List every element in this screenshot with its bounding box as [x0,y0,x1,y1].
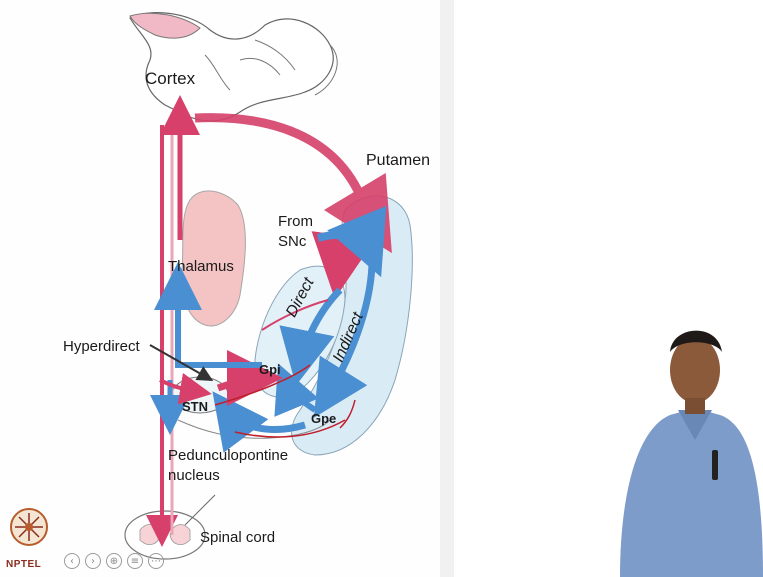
from-snc-label-line1: From [278,213,313,230]
gpe-to-stn-arrow [225,408,305,430]
ppn-to-spinal-line [185,495,215,525]
from-snc-label-line2: SNc [278,233,306,250]
pedunculopontine-label-line1: Pedunculopontine [168,447,288,464]
nptel-logo-text: NPTEL [6,559,41,570]
zoom-button[interactable]: ⊕ [106,553,122,569]
spinal-cord-shape [125,511,205,559]
gpi-label: Gpi [259,362,281,377]
thalamus-label: Thalamus [168,258,234,275]
slide-navigation-bar: ‹ › ⊕ ≡ ⋯ [64,553,164,573]
presenter-video [600,280,763,577]
more-button[interactable]: ⋯ [148,553,164,569]
gpe-label: Gpe [311,411,336,426]
stn-to-gpi-arrow [218,378,262,388]
stn-label: STN [182,399,208,414]
cortex-label: Cortex [145,69,195,89]
previous-slide-button[interactable]: ‹ [64,553,80,569]
pedunculopontine-label-line2: nucleus [168,467,220,484]
hyperdirect-label: Hyperdirect [63,338,140,355]
menu-button[interactable]: ≡ [127,553,143,569]
next-slide-button[interactable]: › [85,553,101,569]
putamen-label: Putamen [366,152,430,170]
spinal-cord-label: Spinal cord [200,529,275,546]
cortex-outline [130,13,337,121]
